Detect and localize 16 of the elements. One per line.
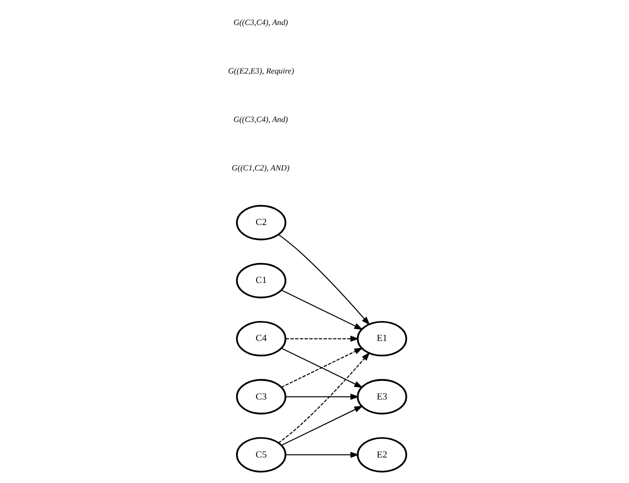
arrow — [281, 290, 364, 330]
arrow — [281, 406, 364, 446]
node-ellipse: E3 — [356, 379, 408, 414]
node-ellipse: E2 — [356, 437, 408, 473]
arrow — [286, 394, 360, 400]
node-ellipse: C2 — [236, 204, 286, 240]
node-ellipse: C1 — [236, 262, 286, 298]
node-ellipse: E1 — [356, 320, 408, 356]
arrow — [286, 336, 360, 342]
node-ellipse: C3 — [236, 379, 286, 414]
arrow — [286, 452, 360, 458]
arrow — [278, 234, 370, 326]
arrow — [281, 348, 364, 388]
node-ellipse: C5 — [236, 437, 286, 473]
arrow — [278, 352, 370, 444]
node-ellipse: C4 — [236, 320, 286, 356]
